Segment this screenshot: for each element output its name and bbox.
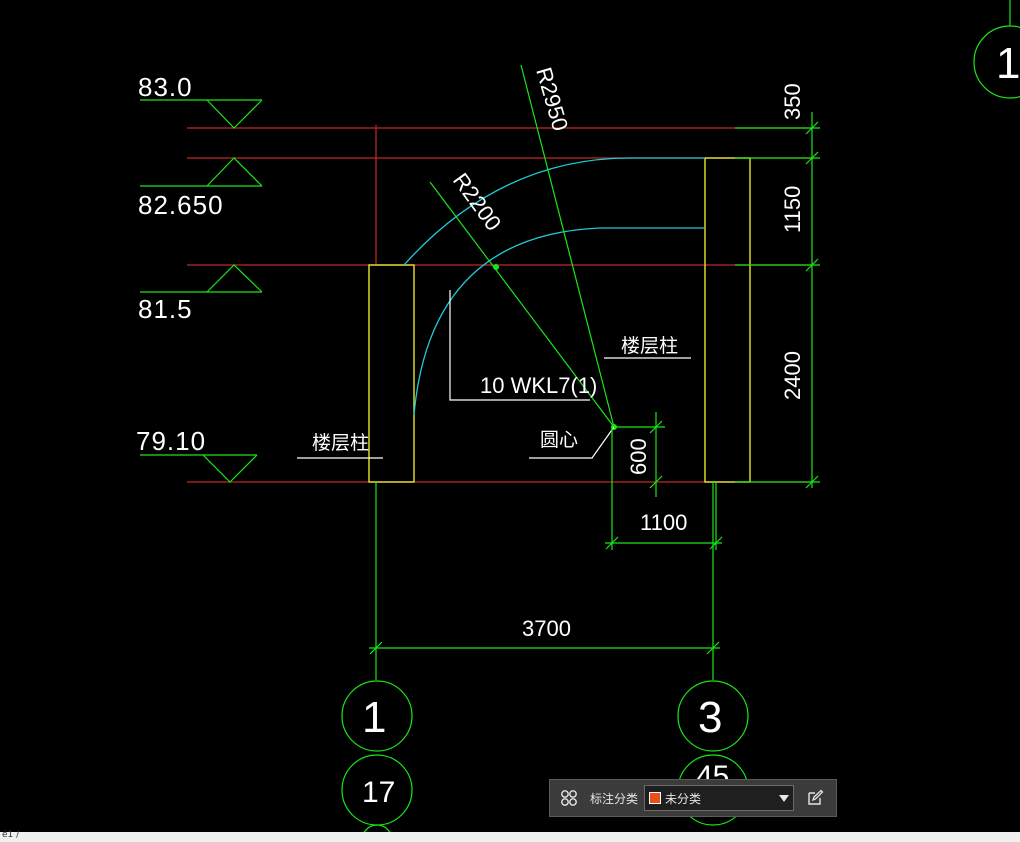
dim-350: 350	[780, 83, 805, 120]
axis-bubble-1: 1	[341, 680, 413, 752]
dim-600: 600	[626, 438, 651, 475]
dim-1150: 1150	[780, 186, 805, 233]
grid-icon[interactable]	[556, 785, 582, 811]
elevation-label: 79.10	[136, 426, 206, 456]
center-leader	[529, 426, 615, 459]
beam-inner-arc	[413, 227, 705, 416]
beam-leader	[449, 290, 590, 401]
svg-text:17: 17	[362, 776, 395, 809]
category-color-swatch	[649, 792, 662, 804]
axis-bubble-3: 3	[677, 680, 749, 752]
elevation-label: 83.0	[138, 72, 193, 102]
column-label-right: 楼层柱	[621, 335, 678, 357]
radius-inner-label: R2200	[448, 168, 506, 235]
status-bar: ё1 /	[0, 830, 1020, 842]
beam-label: 10 WKL7(1)	[480, 373, 597, 398]
dim-3700: 3700	[522, 616, 571, 641]
chevron-down-icon	[779, 794, 790, 802]
category-dropdown[interactable]: 未分类	[644, 785, 795, 811]
status-text: ё1 /	[2, 830, 20, 840]
total-width-dimension	[369, 482, 720, 680]
level-lines	[187, 125, 812, 483]
axis-bubble-17: 17	[341, 754, 413, 826]
radius-outer-label: R2950	[531, 64, 573, 133]
annotation-category-toolbar: 标注分类 未分类	[549, 779, 837, 817]
floor-column-left	[368, 264, 415, 483]
column-label-left: 楼层柱	[312, 432, 369, 454]
elevation-marker: 79.10	[136, 426, 258, 483]
center-offset-dimension	[605, 412, 723, 550]
svg-text:1: 1	[362, 693, 386, 742]
edit-icon[interactable]	[802, 785, 828, 811]
dim-1100: 1100	[640, 510, 687, 535]
elevation-label: 82.650	[138, 190, 224, 220]
center-label: 圆心	[540, 429, 578, 451]
floor-column-right	[704, 157, 751, 483]
svg-text:3: 3	[698, 693, 722, 742]
elevation-marker: 82.650	[138, 157, 263, 220]
svg-text:1: 1	[996, 39, 1020, 88]
category-selected: 未分类	[665, 791, 702, 806]
dim-2400: 2400	[780, 351, 805, 400]
elevation-label: 81.5	[138, 294, 193, 324]
axis-bubble-top-right: 1	[973, 0, 1020, 99]
beam-outer-arc	[403, 157, 705, 266]
toolbar-label: 标注分类	[590, 791, 639, 806]
right-dimension-chain	[735, 112, 820, 489]
elevation-marker: 83.0	[138, 72, 263, 129]
elevation-marker: 81.5	[138, 264, 263, 324]
